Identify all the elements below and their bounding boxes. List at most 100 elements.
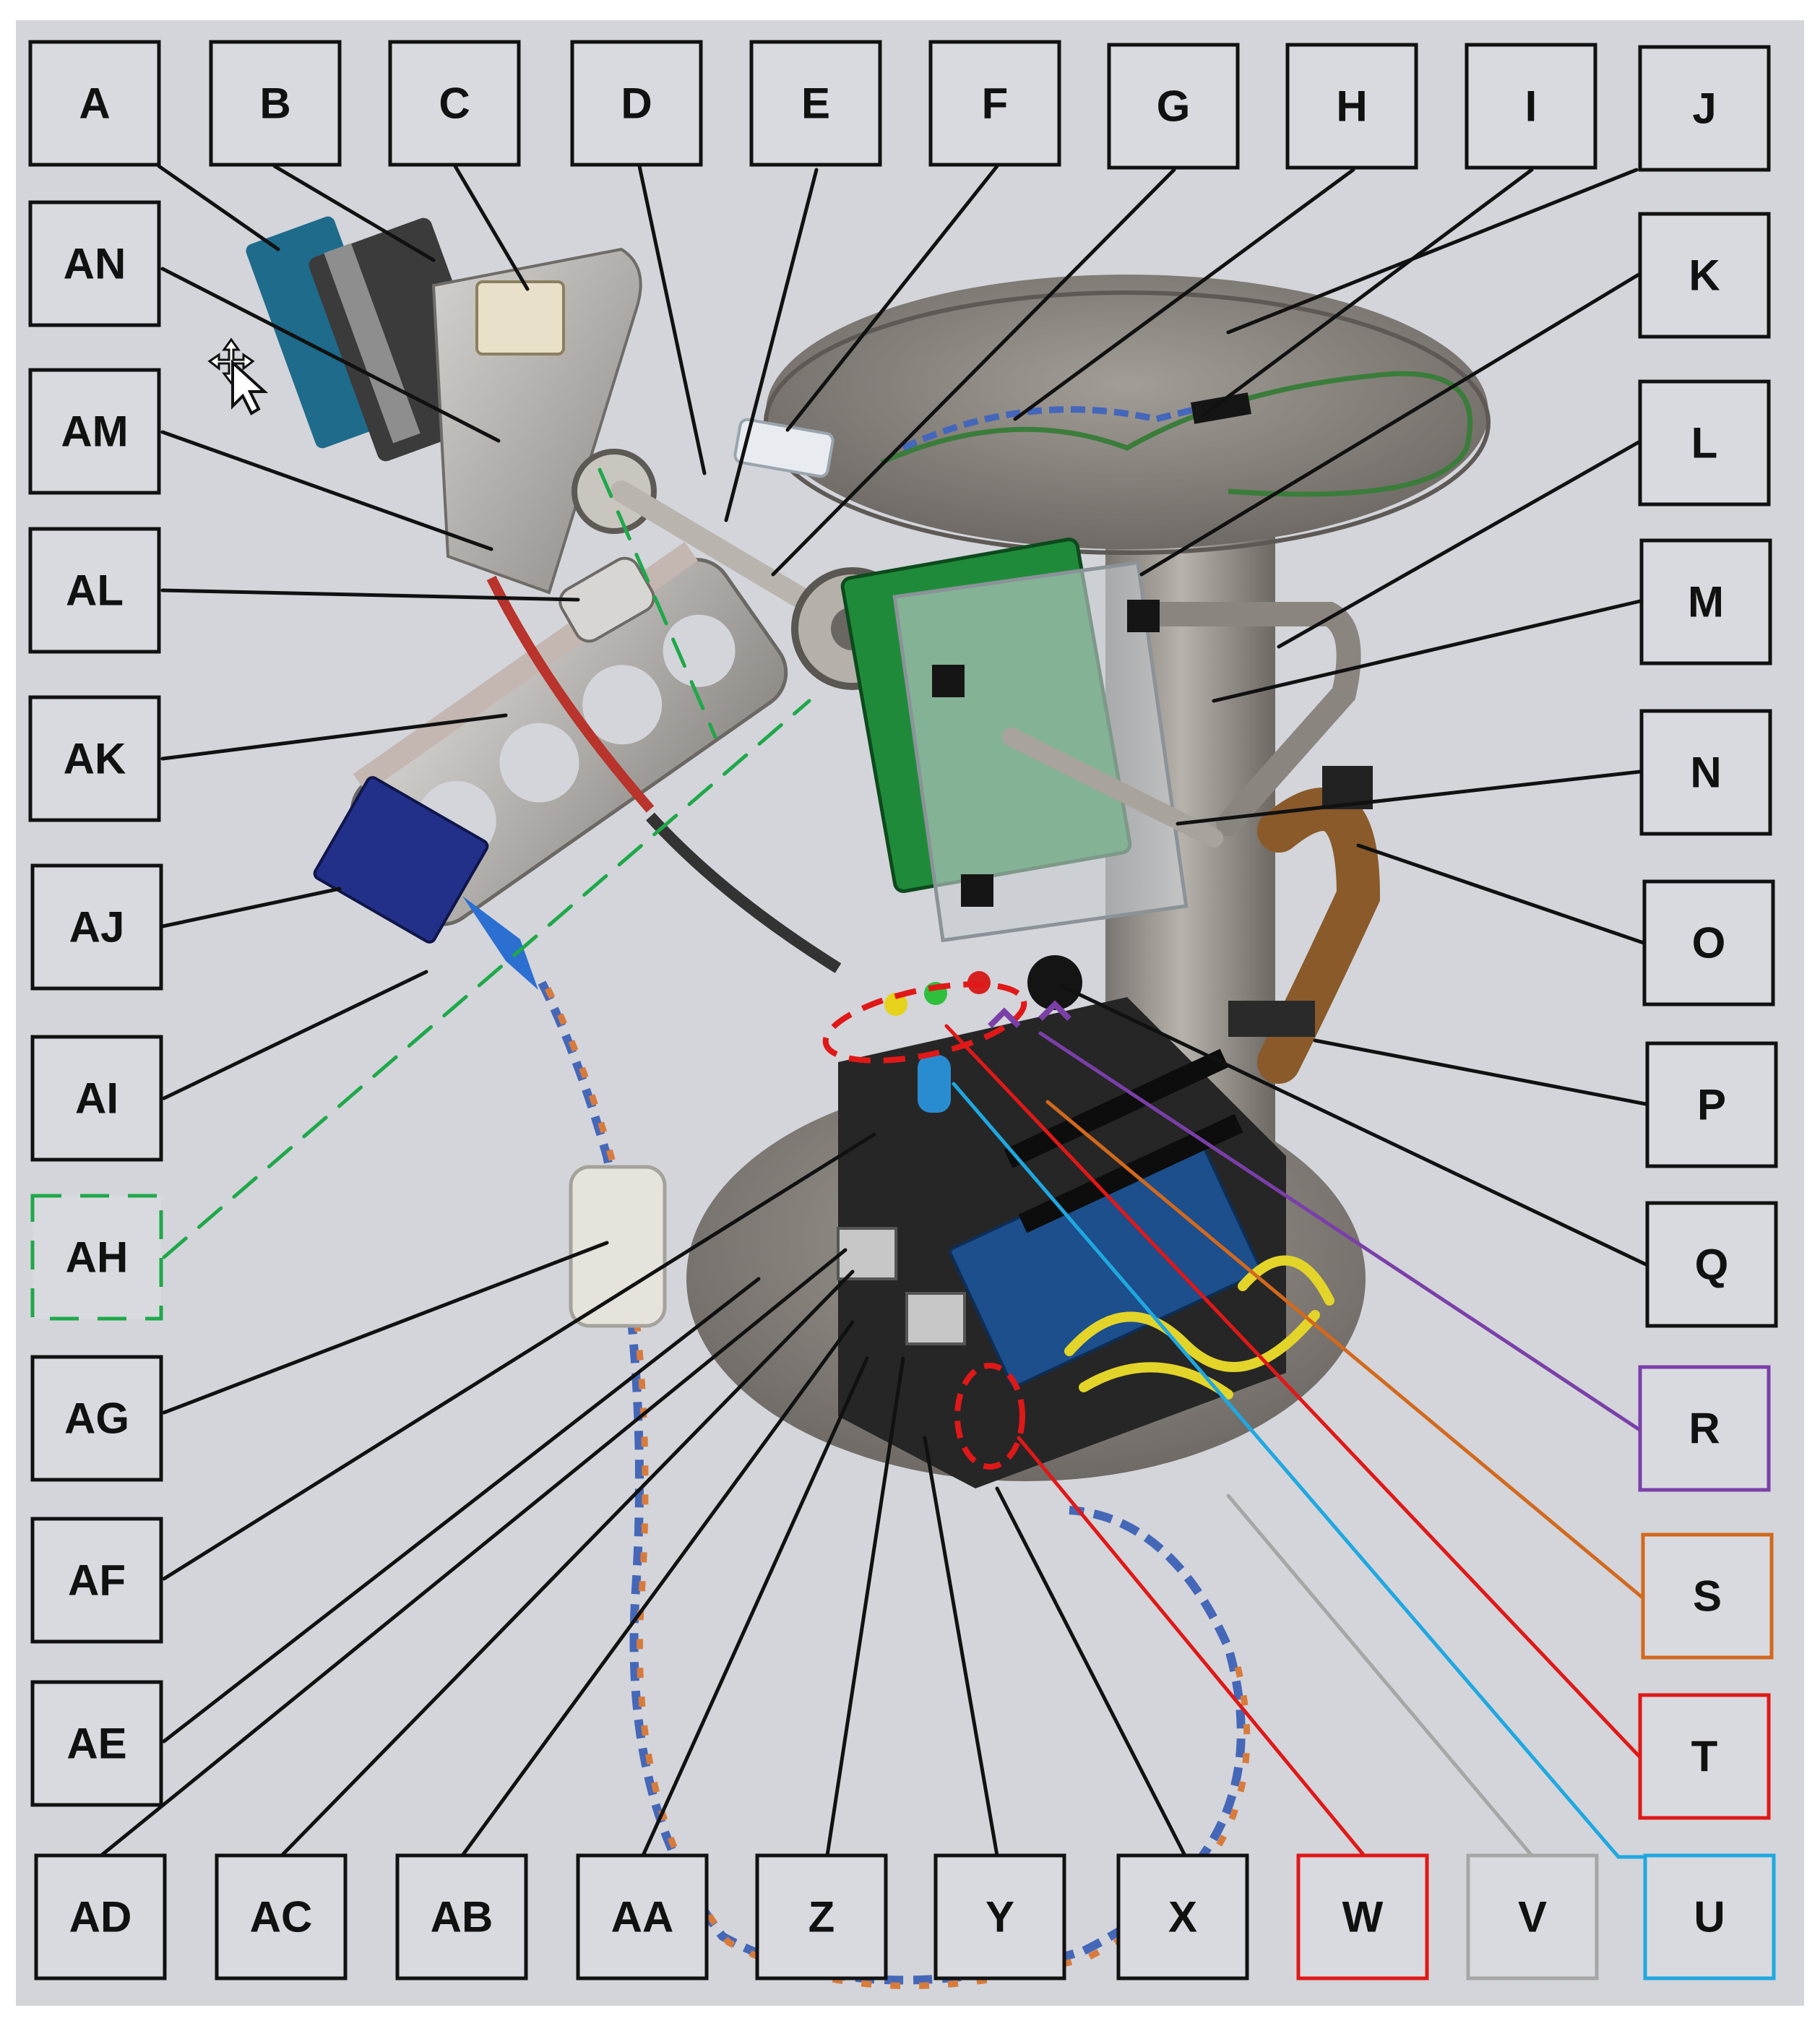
label-v: V (1466, 1853, 1599, 1980)
label-box-s (1641, 1533, 1774, 1660)
label-j: J (1638, 45, 1771, 172)
label-ae: AE (30, 1680, 163, 1807)
label-box-f (928, 40, 1061, 167)
label-x: X (1116, 1853, 1249, 1980)
leader-AI (162, 970, 428, 1100)
leader-Q (1060, 984, 1648, 1267)
leader-J (1226, 168, 1639, 335)
header-strip-1 (1004, 1048, 1229, 1168)
blue-clip (462, 896, 538, 990)
label-box-h (1285, 43, 1418, 170)
label-box-g (1107, 43, 1240, 170)
label-n: N (1639, 709, 1772, 836)
label-text-a: A (79, 79, 110, 128)
led-yellow (884, 993, 907, 1016)
label-an: AN (28, 200, 161, 327)
leader-F (785, 164, 999, 432)
label-box-w (1296, 1853, 1429, 1980)
label-text-c: C (439, 79, 470, 128)
label-text-ae: AE (66, 1720, 126, 1768)
highlight-leds (822, 981, 1027, 1064)
label-y: Y (933, 1853, 1066, 1980)
connector-rod (1002, 728, 1223, 848)
label-text-g: G (1157, 82, 1191, 131)
label-box-x (1116, 1853, 1249, 1980)
leader-Z (825, 1356, 905, 1858)
label-b: B (209, 40, 342, 167)
leader-AD (99, 1248, 848, 1858)
label-text-al: AL (66, 566, 124, 615)
label-ab: AB (395, 1853, 528, 1980)
leader-AH (162, 699, 811, 1259)
label-c: C (388, 40, 521, 167)
label-box-n (1639, 709, 1772, 836)
leader-D (637, 164, 707, 475)
cable-back (646, 812, 842, 973)
label-box-b (209, 40, 342, 167)
label-text-ac: AC (250, 1893, 313, 1941)
leader-M (1212, 599, 1642, 703)
label-box-ac (215, 1853, 348, 1980)
leader-AB (460, 1320, 855, 1858)
label-text-k: K (1689, 251, 1720, 300)
label-m: M (1639, 538, 1772, 665)
label-box-j (1638, 45, 1771, 172)
leader-Y (923, 1436, 999, 1858)
leader-T (944, 1024, 1641, 1758)
label-box-am (28, 368, 161, 495)
label-text-t: T (1691, 1733, 1718, 1781)
leader-S (1045, 1100, 1644, 1599)
acrylic-bracket (733, 418, 834, 478)
label-text-aa: AA (611, 1893, 674, 1941)
label-box-u (1643, 1853, 1776, 1980)
label-am: AM (28, 368, 161, 495)
label-r: R (1638, 1365, 1771, 1492)
label-box-al (28, 527, 161, 654)
label-text-am: AM (61, 408, 128, 456)
leader-B (272, 164, 436, 262)
leader-E (724, 168, 819, 522)
label-text-aj: AJ (69, 903, 125, 952)
leader-AJ (160, 887, 342, 928)
label-text-w: W (1342, 1893, 1384, 1941)
label-ag: AG (30, 1355, 163, 1482)
label-text-q: Q (1695, 1241, 1729, 1289)
label-text-l: L (1691, 419, 1718, 467)
label-text-e: E (801, 79, 830, 128)
label-text-h: H (1336, 82, 1367, 131)
label-o: O (1642, 879, 1775, 1006)
label-box-ak (28, 695, 161, 822)
lower-switch (1228, 1001, 1315, 1037)
label-text-f: F (982, 79, 1009, 128)
label-text-ab: AB (431, 1893, 493, 1941)
label-aj: AJ (30, 863, 163, 991)
leader-X (995, 1486, 1187, 1858)
move-cursor-icon (207, 337, 269, 415)
label-f: F (928, 40, 1061, 167)
label-p: P (1645, 1041, 1778, 1168)
label-k: K (1638, 212, 1771, 339)
label-box-ad (34, 1853, 167, 1980)
purple-markers (988, 1000, 1071, 1028)
label-text-ad: AD (69, 1893, 132, 1941)
label-box-l (1638, 379, 1771, 506)
label-text-n: N (1690, 749, 1721, 797)
leader-AE (162, 1277, 761, 1743)
inline-switch-box (569, 1165, 667, 1328)
leader-AL (160, 588, 580, 602)
label-box-z (755, 1853, 888, 1980)
label-box-aj (30, 863, 163, 991)
leader-W (1017, 1436, 1366, 1858)
label-box-c (388, 40, 521, 167)
leader-AM (160, 430, 493, 551)
label-text-af: AF (68, 1556, 126, 1605)
limit-switch (475, 280, 565, 355)
cable-grommet (1027, 955, 1082, 1010)
leader-G (771, 168, 1176, 577)
label-box-aa (576, 1853, 709, 1980)
label-box-i (1465, 43, 1597, 170)
label-box-ag (30, 1355, 163, 1482)
label-text-u: U (1694, 1893, 1725, 1941)
label-text-v: V (1518, 1893, 1547, 1941)
